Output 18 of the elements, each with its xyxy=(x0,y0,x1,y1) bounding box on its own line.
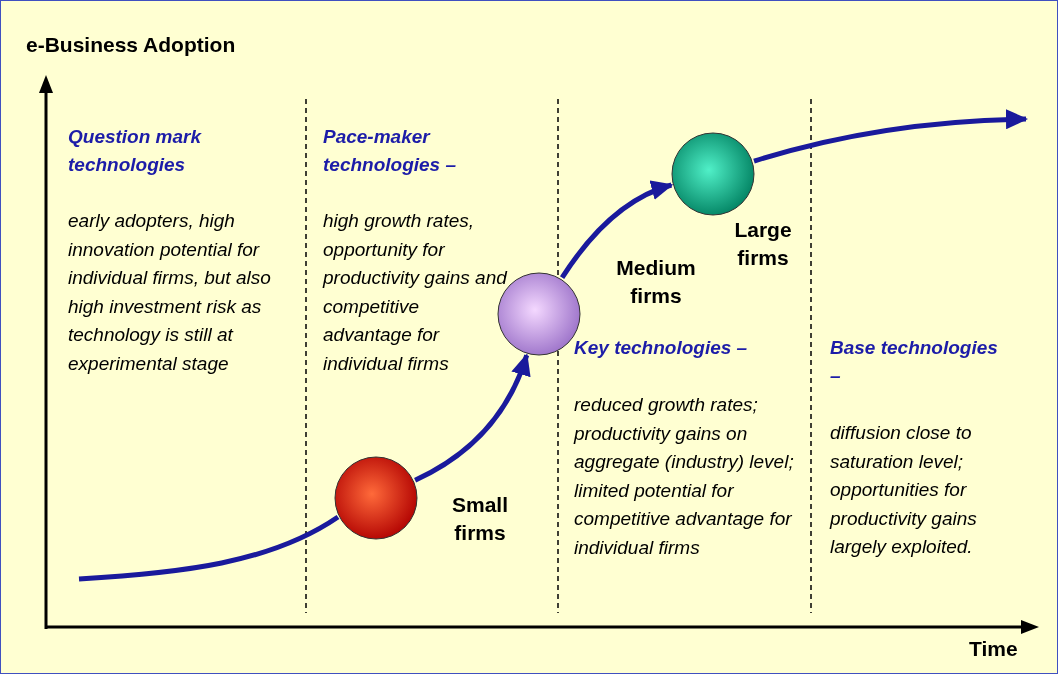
phase-heading: Key technologies – xyxy=(574,336,749,360)
phase-description: diffusion close to saturation level; opportunities for productivity gains largely exploited. xyxy=(830,421,978,559)
sphere xyxy=(671,132,755,216)
sphere xyxy=(334,456,418,540)
firm-size-label: Medium firms xyxy=(615,255,697,309)
axis-title: e-Business Adoption xyxy=(26,33,237,57)
phase-heading: Base technologies – xyxy=(830,336,999,388)
phase-heading: Question mark technologies xyxy=(68,125,203,177)
firm-size-label: Large firms xyxy=(733,217,793,271)
phase-description: high growth rates, opportunity for productivity gains and competitive advantage for individual firms xyxy=(323,209,509,376)
phase-heading: Pace-maker technologies – xyxy=(323,125,458,177)
curve-arrow xyxy=(753,109,1028,164)
firm-size-label: Small firms xyxy=(451,492,509,546)
phase-description: early adopters, high innovation potential for individual firms, but also high investment risk as technology is still at experimental stage xyxy=(68,209,272,376)
curve-arrow xyxy=(414,353,530,483)
phase-description: reduced growth rates; productivity gains on aggregate (industry) level; limited potential for competitive advantage for individual firms xyxy=(574,393,794,560)
curve-arrow xyxy=(560,181,674,280)
axis-title: Time xyxy=(969,637,1019,661)
